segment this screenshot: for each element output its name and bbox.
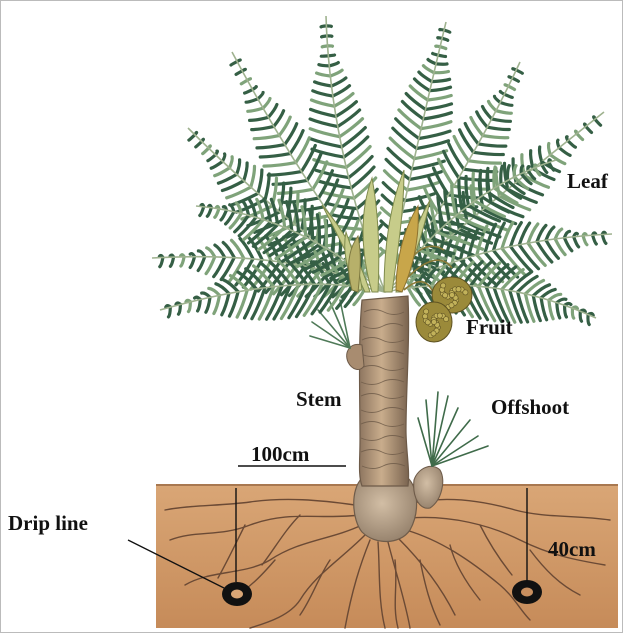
fruit-label: Fruit [466,315,513,339]
leaf-label: Leaf [567,169,609,193]
root-bulb [354,478,417,542]
drip-line-label: Drip line [8,511,88,535]
depth-label: 40cm [548,537,596,561]
offshoot-label: Offshoot [491,395,569,419]
scale-label: 100cm [251,442,310,466]
stem-label: Stem [296,387,342,411]
